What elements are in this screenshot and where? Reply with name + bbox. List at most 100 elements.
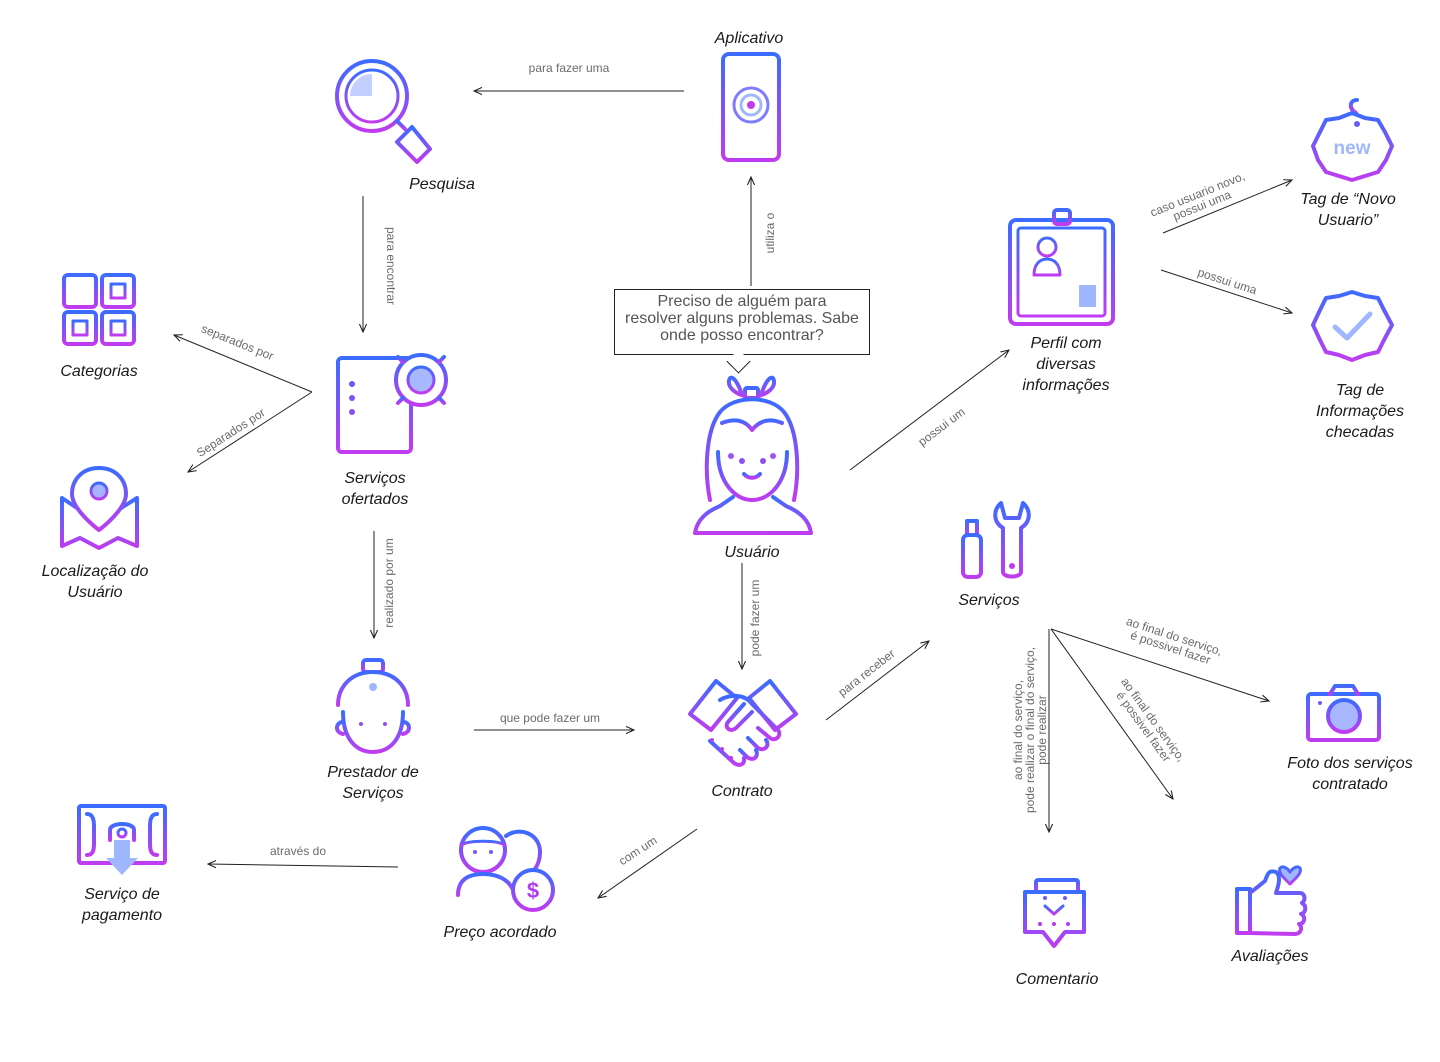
edge-label-separados-por-1: separados por xyxy=(199,321,275,363)
speech-line: onde posso encontrar? xyxy=(660,327,824,344)
node-label-line: Serviços xyxy=(344,470,406,487)
node-label-line: Localização do xyxy=(41,563,149,580)
camera-icon xyxy=(1306,684,1381,742)
edge-label-line: que pode fazer um xyxy=(500,711,600,725)
edge-label-line: para receber xyxy=(835,646,897,699)
node-label-line: pagamento xyxy=(81,907,163,924)
node-label-line: Serviços xyxy=(342,785,404,802)
node-label-line: Perfil com xyxy=(1030,335,1102,352)
node-label-contrato: Contrato xyxy=(711,781,772,802)
edge-label-final-foto: ao final do serviço,é possivel fazer xyxy=(1121,614,1224,670)
arrow-contrato-preco xyxy=(598,828,698,898)
node-label-line: Categorias xyxy=(60,363,138,380)
edge-label-para-receber: para receber xyxy=(835,646,897,699)
edge-label-line: possui um xyxy=(916,405,968,449)
node-label-line: Foto dos serviços xyxy=(1287,755,1413,772)
edge-label-possui-uma: possui uma xyxy=(1196,265,1259,297)
edge-label-pode-fazer-um: pode fazer um xyxy=(748,580,762,657)
price-people-icon: $ xyxy=(456,826,555,912)
node-label-categorias: Categorias xyxy=(60,361,137,382)
node-label-line: Avaliações xyxy=(1231,948,1309,965)
arrow-contrato-servicos xyxy=(825,641,929,721)
edge-label-final-comentario: ao final do serviço,pode realizar o fina… xyxy=(1011,647,1049,813)
node-label-line: Usuário xyxy=(724,544,780,561)
new-tag-icon: new xyxy=(1311,98,1394,182)
svg-text:$: $ xyxy=(527,878,539,903)
edge-label-line: separados por xyxy=(199,321,275,363)
edge-label-line: Separados por xyxy=(194,405,268,460)
arrow-preco-pagamento xyxy=(208,864,399,867)
arrow-usuario-perfil xyxy=(849,350,1009,471)
edge-label-final-avaliacoes: ao final do serviço,é possivel fazer xyxy=(1108,675,1188,771)
node-label-servicos: Serviços xyxy=(958,590,1019,611)
node-label-avaliacoes: Avaliações xyxy=(1231,946,1308,967)
node-label-line: contratado xyxy=(1312,776,1388,793)
edge-label-atraves-do: através do xyxy=(270,844,326,858)
node-label-pesquisa: Pesquisa xyxy=(409,174,475,195)
edge-label-line: pode fazer um xyxy=(748,580,762,657)
svg-text:new: new xyxy=(1334,138,1371,159)
arrow-servicos-avaliacoes xyxy=(1050,628,1173,799)
edge-label-line: utiliza o xyxy=(763,212,777,253)
edge-label-line: ao final do serviço, xyxy=(1011,680,1025,780)
map-pin-icon xyxy=(60,466,139,550)
speech-line: resolver alguns problemas. Sabe xyxy=(625,310,859,327)
handshake-icon xyxy=(688,679,798,767)
money-icon xyxy=(77,800,167,875)
edge-label-com-um: com um xyxy=(616,833,659,868)
node-label-line: Usuario” xyxy=(1317,212,1379,229)
smartphone-icon xyxy=(721,52,781,162)
edge-label-utiliza-o: utiliza o xyxy=(763,212,777,253)
edge-label-line: pode realizar xyxy=(1035,695,1049,764)
edge-label-line: pode realizar o final do serviço, xyxy=(1023,647,1037,813)
node-label-line: Pesquisa xyxy=(409,176,475,193)
edge-label-separados-por-2: Separados por xyxy=(194,405,268,460)
edges xyxy=(174,91,1292,898)
node-label-line: informações xyxy=(1022,377,1110,394)
thumbs-up-icon xyxy=(1235,865,1308,936)
node-label-line: Comentario xyxy=(1015,971,1099,988)
node-label-pagamento: Serviço de pagamento xyxy=(82,884,162,926)
edge-label-realizado-por-um: realizado por um xyxy=(382,538,396,627)
edge-label-line: possui uma xyxy=(1196,265,1259,297)
worker-icon xyxy=(332,658,414,754)
girl-avatar-icon xyxy=(693,375,813,535)
node-label-line: Contrato xyxy=(711,783,773,800)
services-gear-icon xyxy=(336,345,456,454)
node-label-line: Usuário xyxy=(67,584,123,601)
node-label-foto: Foto dos serviços contratado xyxy=(1287,753,1412,795)
icons: new xyxy=(60,52,1394,948)
edge-label-line: realizado por um xyxy=(382,538,396,627)
node-label-preco: Preço acordado xyxy=(444,922,557,943)
node-label-line: Serviço de xyxy=(84,886,160,903)
node-label-localizacao: Localização do Usuário xyxy=(42,561,149,603)
arrow-servicos-localizacao xyxy=(188,391,313,472)
magnifier-icon xyxy=(335,59,432,164)
node-label-comentario: Comentario xyxy=(1016,969,1099,990)
node-label-aplicativo: Aplicativo xyxy=(715,28,783,49)
edge-label-line: para encontrar xyxy=(384,227,398,305)
edge-label-line: através do xyxy=(270,844,326,858)
edge-label-para-fazer-uma: para fazer uma xyxy=(529,61,610,75)
id-badge-icon xyxy=(1008,208,1115,326)
edge-label-possui-um: possui um xyxy=(916,405,968,449)
arrow-perfil-tagnovo xyxy=(1162,180,1292,234)
edge-label-para-encontrar: para encontrar xyxy=(384,227,398,305)
node-label-line: Preço acordado xyxy=(443,924,557,941)
edge-label-caso-novo: caso usuario novo,possui uma xyxy=(1148,169,1251,231)
node-label-line: Aplicativo xyxy=(714,30,784,47)
edge-label-que-pode-fazer-um: que pode fazer um xyxy=(500,711,600,725)
comment-icon xyxy=(1023,878,1086,948)
node-label-line: Tag de “Novo xyxy=(1300,191,1396,208)
edge-label-line: com um xyxy=(616,833,659,868)
arrow-servicos-categorias xyxy=(174,335,313,393)
node-label-line: Serviços xyxy=(958,592,1020,609)
node-label-line: Informações xyxy=(1315,403,1405,420)
